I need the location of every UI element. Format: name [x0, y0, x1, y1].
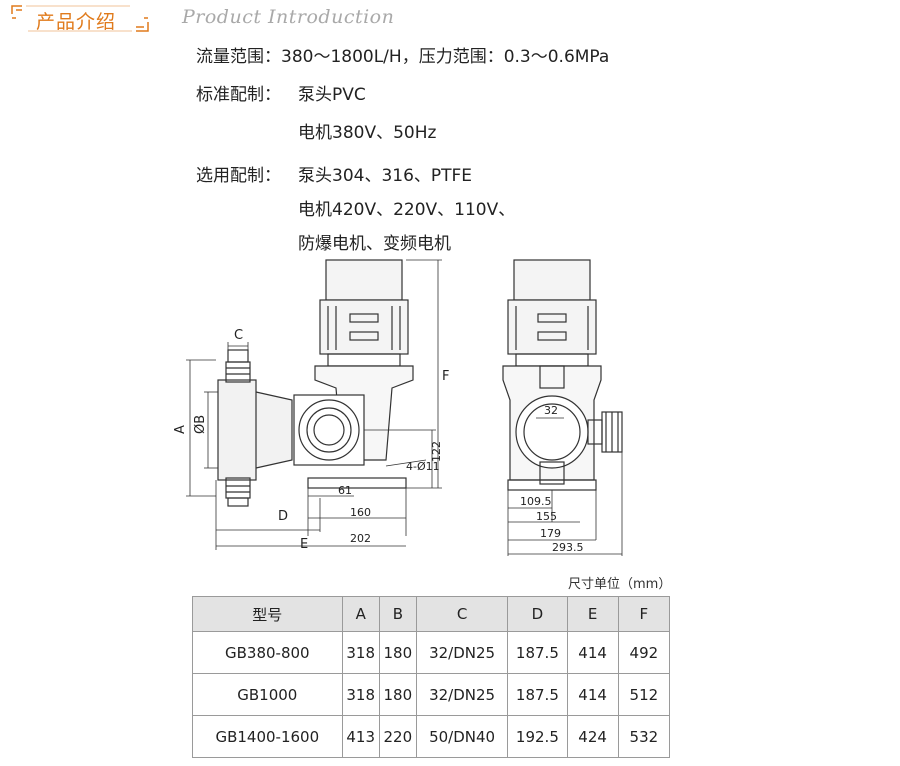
- dim-label-293: 293.5: [552, 541, 584, 554]
- col-header-model: 型号: [192, 596, 343, 632]
- col-header-a: A: [341, 596, 380, 632]
- unit-note: 尺寸单位（mm）: [568, 577, 672, 592]
- pump-dimension-drawing: C A ØB F 122 4-Ø11 61 160 202 D E: [173, 259, 623, 556]
- dim-label-a: A: [173, 425, 188, 434]
- dim-label-122: 122: [430, 441, 443, 462]
- dim-label-d: D: [278, 509, 288, 524]
- spec-optional-label: 选用配制：: [196, 166, 281, 186]
- side-view: [502, 259, 623, 491]
- dim-label-f: F: [442, 369, 449, 384]
- cell-d: 192.5: [507, 715, 568, 758]
- col-header-f: F: [617, 596, 671, 632]
- cell-e: 424: [566, 715, 619, 758]
- dim-label-179: 179: [540, 527, 561, 540]
- front-view: [217, 259, 414, 507]
- section-subtitle: Product Introduction: [182, 6, 395, 28]
- front-view-dimensions: [186, 259, 442, 550]
- spec-optional-motor-types: 防爆电机、变频电机: [298, 234, 451, 254]
- dim-label-160: 160: [350, 506, 371, 519]
- table-row: GB1400-1600 413 220 50/DN40 192.5 424 53…: [192, 715, 671, 758]
- cell-a: 318: [341, 673, 380, 716]
- dimension-table: 型号 A B C D E F GB380-800 318 180 32/DN25…: [192, 596, 671, 758]
- cell-f: 492: [617, 631, 671, 674]
- front-view-labels: C A ØB F 122 4-Ø11 61 160 202 D E: [173, 328, 449, 552]
- section-header: 产品介绍 Product Introduction: [0, 0, 900, 38]
- title-frame-ornament: [11, 5, 149, 32]
- spec-range: 流量范围：380～1800L/H，压力范围：0.3～0.6MPa: [196, 47, 610, 67]
- cell-c: 50/DN40: [415, 715, 509, 758]
- cell-f: 532: [617, 715, 671, 758]
- cell-a: 413: [341, 715, 380, 758]
- cell-d: 187.5: [507, 631, 568, 674]
- dim-label-32: 32: [544, 404, 558, 417]
- cell-b: 180: [378, 631, 417, 674]
- cell-model: GB1400-1600: [192, 715, 343, 758]
- dim-label-61: 61: [338, 484, 352, 497]
- col-header-c: C: [415, 596, 509, 632]
- section-title: 产品介绍: [36, 11, 117, 33]
- cell-model: GB380-800: [192, 631, 343, 674]
- cell-d: 187.5: [507, 673, 568, 716]
- cell-b: 220: [378, 715, 417, 758]
- dim-label-c: C: [234, 328, 243, 343]
- cell-c: 32/DN25: [415, 673, 509, 716]
- col-header-e: E: [566, 596, 619, 632]
- cell-c: 32/DN25: [415, 631, 509, 674]
- cell-f: 512: [617, 673, 671, 716]
- table-header-row: 型号 A B C D E F: [192, 596, 671, 632]
- col-header-d: D: [507, 596, 568, 632]
- cell-a: 318: [341, 631, 380, 674]
- side-view-dimensions: [507, 417, 623, 556]
- dim-label-109: 109.5: [520, 495, 552, 508]
- cell-model: GB1000: [192, 673, 343, 716]
- spec-standard-motor: 电机380V、50Hz: [298, 123, 437, 143]
- dim-label-b: ØB: [193, 415, 208, 434]
- col-header-b: B: [378, 596, 417, 632]
- spec-optional-pump-head: 泵头304、316、PTFE: [298, 166, 473, 186]
- cell-b: 180: [378, 673, 417, 716]
- spec-optional-motor: 电机420V、220V、110V、: [298, 200, 516, 220]
- spec-standard-label: 标准配制：: [196, 85, 281, 105]
- table-row: GB380-800 318 180 32/DN25 187.5 414 492: [192, 631, 671, 674]
- table-row: GB1000 318 180 32/DN25 187.5 414 512: [192, 673, 671, 716]
- dim-label-e: E: [300, 537, 308, 552]
- section-title-frame: 产品介绍: [10, 4, 150, 33]
- side-view-labels: 32 109.5 155 179 293.5: [520, 404, 584, 554]
- dim-label-155: 155: [536, 510, 557, 523]
- dim-label-202: 202: [350, 532, 371, 545]
- spec-standard-pump-head: 泵头PVC: [298, 85, 366, 105]
- dim-label-hole: 4-Ø11: [406, 460, 440, 473]
- cell-e: 414: [566, 631, 619, 674]
- cell-e: 414: [566, 673, 619, 716]
